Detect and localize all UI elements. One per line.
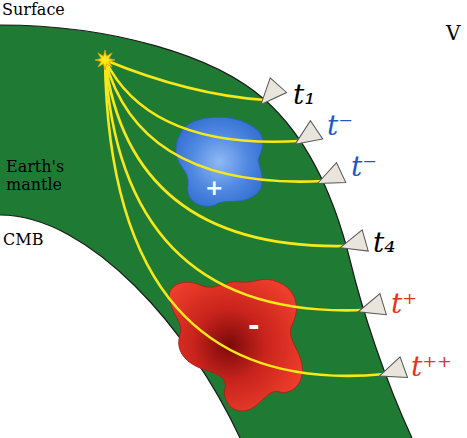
station-label: t⁺ [391,289,417,320]
cmb-label: CMB [3,231,43,249]
seismic-ray [105,60,364,310]
seismic-station [253,78,287,112]
seismic-ray [105,60,300,142]
station-label: t⁺⁺ [411,352,452,383]
seismic-station [376,357,408,387]
seismic-station [313,163,346,194]
seismic-station [355,294,386,323]
slow-anomaly [169,279,302,411]
station-label: t⁻ [351,152,377,183]
station-label: t⁻ [327,111,353,142]
anomaly-sign: - [248,311,260,342]
seismic-ray [105,60,323,182]
earthquake-source [95,50,115,70]
station-label: t₄ [373,228,395,259]
anomaly-sign: + [205,176,223,200]
surface-label: Surface [2,1,65,19]
seismic-station [337,230,368,258]
station-label: t₁ [293,80,315,111]
surface-line [0,25,412,438]
seismic-ray [105,60,346,246]
seismic-ray [105,60,385,376]
cut-label: V [446,22,460,44]
seismic-station [289,121,323,154]
mantle-region [0,25,412,438]
mantle-label: Earth's mantle [6,158,72,193]
